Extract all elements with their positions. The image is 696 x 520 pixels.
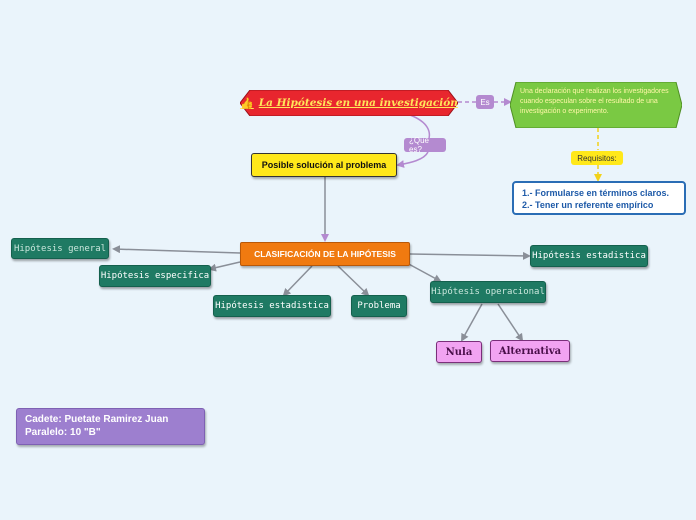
type-estadistica-right[interactable]: Hipótesis estadistica (530, 245, 648, 267)
type-general[interactable]: Hipótesis general (11, 238, 109, 259)
solution-label: Posible solución al problema (261, 160, 387, 170)
solution-node[interactable]: Posible solución al problema (251, 153, 397, 177)
type-especifica[interactable]: Hipótesis especifica (99, 265, 211, 287)
link-to-alternativa (497, 303, 524, 342)
requirement-2: 2.- Tener un referente empírico (522, 200, 654, 210)
author-node[interactable]: Cadete: Puetate Ramirez Juan Paralelo: 1… (16, 408, 205, 445)
link-to-estadistica-right (409, 251, 531, 260)
link-label-requisitos: Requisitos: (571, 151, 623, 165)
definition-text: Una declaración que realizan los investi… (520, 88, 669, 115)
child-alternativa[interactable]: Alternativa (490, 340, 570, 362)
author-line-1: Cadete: Puetate Ramirez Juan (25, 414, 169, 425)
link-to-problema (337, 265, 370, 297)
child-nula[interactable]: Nula (436, 341, 482, 363)
definition-shape (510, 82, 682, 128)
link-to-especifica (208, 261, 241, 272)
requirements-node[interactable]: 1.- Formularse en términos claros. 2.- T… (512, 181, 686, 215)
link-label-es: Es (476, 95, 494, 109)
link-to-nula (461, 303, 483, 342)
link-to-estadistica-left (282, 265, 313, 297)
author-line-2: Paralelo: 10 "B" (25, 427, 101, 438)
type-operacional[interactable]: Hipótesis operacional (430, 281, 546, 303)
requirement-1: 1.- Formularse en términos claros. (522, 188, 670, 198)
thumbs-up-icon: 👍 (240, 96, 254, 110)
link-to-general (112, 245, 241, 254)
type-estadistica-left[interactable]: Hipótesis estadistica (213, 295, 331, 317)
classification-node[interactable]: CLASIFICACIÓN DE LA HIPÓTESIS (240, 242, 410, 266)
main-topic-shape (240, 90, 458, 116)
classification-label: CLASIFICACIÓN DE LA HIPÓTESIS (254, 249, 396, 259)
type-problema[interactable]: Problema (351, 295, 407, 317)
definition-node[interactable]: Una declaración que realizan los investi… (510, 82, 682, 128)
link-label-que-es: ¿Que es? (404, 136, 446, 154)
link-to-operacional (404, 261, 442, 282)
main-topic-label: La Hipótesis en una investigación (258, 97, 458, 109)
main-topic[interactable]: 👍 La Hipótesis en una investigación (240, 90, 458, 116)
